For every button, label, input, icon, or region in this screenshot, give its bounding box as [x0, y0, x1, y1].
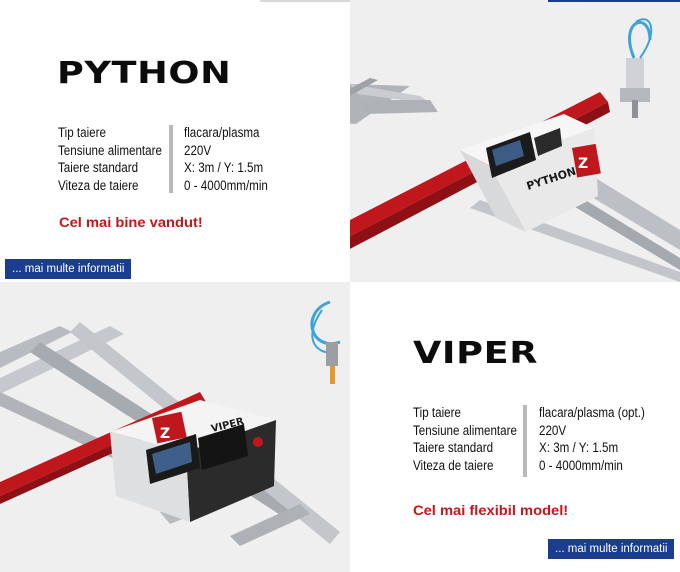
python-more-info-button[interactable]: ... mai multe informatii: [5, 259, 132, 279]
spec-label: Taiere standard: [413, 440, 494, 456]
viper-more-info-button[interactable]: ... mai multe informatii: [548, 539, 675, 559]
spec-label: Tip taiere: [58, 125, 106, 141]
spec-value: X: 3m / Y: 1.5m: [539, 440, 619, 456]
spec-row: Taiere standard X: 3m / Y: 1.5m: [58, 159, 318, 177]
spec-row: Tensiune alimentare 220V: [58, 142, 318, 160]
spec-label: Tensiune alimentare: [58, 142, 162, 158]
python-machine-panel: PYTHON Z: [350, 0, 680, 282]
spec-value: flacara/plasma (opt.): [539, 405, 645, 421]
python-tagline: Cel mai bine vandut!: [59, 214, 203, 230]
spec-row: Tip taiere flacara/plasma (opt.): [413, 404, 673, 422]
spec-row: Tensiune alimentare 220V: [413, 422, 673, 440]
top-accent-strip: [260, 0, 350, 2]
spec-row: Tip taiere flacara/plasma: [58, 124, 318, 142]
viper-machine-panel: Z VIPER: [0, 282, 350, 572]
viper-title: VIPER: [413, 336, 539, 371]
spec-label: Viteza de taiere: [413, 457, 494, 473]
spec-label: Viteza de taiere: [58, 177, 139, 193]
viper-brand-logo: Z: [160, 426, 170, 442]
top-accent-strip: [548, 0, 680, 2]
spec-row: Taiere standard X: 3m / Y: 1.5m: [413, 439, 673, 457]
spec-label: Tip taiere: [413, 405, 461, 421]
spec-value: X: 3m / Y: 1.5m: [184, 160, 264, 176]
spec-value: flacara/plasma: [184, 125, 260, 141]
spec-value: 0 - 4000mm/min: [539, 457, 623, 473]
python-brand-logo: Z: [578, 156, 588, 172]
spec-label: Taiere standard: [58, 160, 139, 176]
spec-row: Viteza de taiere 0 - 4000mm/min: [58, 177, 318, 195]
viper-info-panel: VIPER Tip taiere flacara/plasma (opt.) T…: [350, 282, 680, 572]
python-spec-table: Tip taiere flacara/plasma Tensiune alime…: [58, 124, 318, 194]
spec-value: 0 - 4000mm/min: [184, 177, 268, 193]
python-info-panel: PYTHON Tip taiere flacara/plasma Tensiun…: [0, 0, 350, 282]
python-title: PYTHON: [57, 56, 232, 91]
spec-value: 220V: [184, 142, 212, 158]
viper-machine-image: Z VIPER: [0, 300, 341, 546]
python-machine-image: PYTHON Z: [350, 18, 680, 282]
spec-value: 220V: [539, 422, 567, 438]
spec-divider: [523, 405, 527, 477]
spec-row: Viteza de taiere 0 - 4000mm/min: [413, 457, 673, 475]
spec-label: Tensiune alimentare: [413, 422, 517, 438]
spec-divider: [169, 125, 173, 193]
viper-spec-table: Tip taiere flacara/plasma (opt.) Tensiun…: [413, 404, 673, 477]
viper-tagline: Cel mai flexibil model!: [413, 502, 569, 518]
